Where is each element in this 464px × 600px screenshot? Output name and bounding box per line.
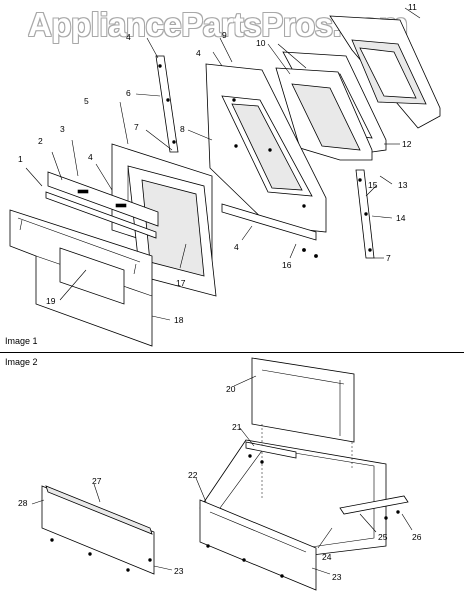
callout-23-right: 23 bbox=[332, 572, 342, 582]
part-outer-door-panel bbox=[9, 209, 153, 347]
part-vent-strip bbox=[45, 191, 157, 239]
part-outer-door-frame bbox=[329, 15, 441, 129]
part-inner-door-liner bbox=[205, 63, 327, 233]
callout-15: 15 bbox=[368, 180, 378, 190]
callout-4-liner: 4 bbox=[196, 48, 201, 58]
callout-27: 27 bbox=[92, 476, 102, 486]
callout-21: 21 bbox=[232, 422, 242, 432]
callout-3: 3 bbox=[60, 124, 65, 134]
callout-4-top: 4 bbox=[126, 32, 131, 42]
callout-13: 13 bbox=[398, 180, 408, 190]
part-drawer-back-panel bbox=[251, 357, 355, 443]
callout-9: 9 bbox=[222, 30, 227, 40]
section-label-image-2: Image 2 bbox=[5, 357, 38, 367]
callout-2: 2 bbox=[38, 136, 43, 146]
part-slide-rail bbox=[245, 441, 297, 464]
callout-28: 28 bbox=[18, 498, 28, 508]
section-label-image-1: Image 1 bbox=[5, 336, 38, 346]
part-top-trim bbox=[47, 171, 159, 227]
section-divider bbox=[0, 352, 464, 353]
callout-25: 25 bbox=[378, 532, 388, 542]
part-glass-panes bbox=[275, 67, 373, 161]
callout-10: 10 bbox=[256, 38, 266, 48]
callout-18: 18 bbox=[174, 315, 184, 325]
callout-7-bottom: 7 bbox=[386, 253, 391, 263]
callout-17: 17 bbox=[176, 278, 186, 288]
callout-5: 5 bbox=[84, 96, 89, 106]
part-side-bracket-left bbox=[155, 55, 179, 153]
callout-11: 11 bbox=[408, 2, 417, 12]
part-door-handle bbox=[17, 217, 141, 275]
callout-24: 24 bbox=[322, 552, 332, 562]
callout-26: 26 bbox=[412, 532, 422, 542]
callout-6: 6 bbox=[126, 88, 131, 98]
callout-23-left: 23 bbox=[174, 566, 184, 576]
callout-12: 12 bbox=[402, 139, 412, 149]
callout-4-bottom: 4 bbox=[234, 242, 239, 252]
callout-20: 20 bbox=[226, 384, 236, 394]
part-drawer-front-left bbox=[41, 485, 155, 575]
callout-7-top: 7 bbox=[134, 122, 139, 132]
callout-8: 8 bbox=[180, 124, 185, 134]
leader-lines-image-1 bbox=[25, 7, 421, 321]
part-drawer-front-right bbox=[199, 499, 317, 591]
callout-1: 1 bbox=[18, 154, 23, 164]
callout-16: 16 bbox=[282, 260, 292, 270]
part-side-rail bbox=[339, 495, 409, 520]
part-bottom-trim bbox=[221, 203, 318, 258]
callout-19: 19 bbox=[46, 296, 56, 306]
callout-14: 14 bbox=[396, 213, 406, 223]
callout-4-left: 4 bbox=[88, 152, 93, 162]
callout-22: 22 bbox=[188, 470, 198, 480]
leader-lines-image-2 bbox=[31, 375, 413, 575]
